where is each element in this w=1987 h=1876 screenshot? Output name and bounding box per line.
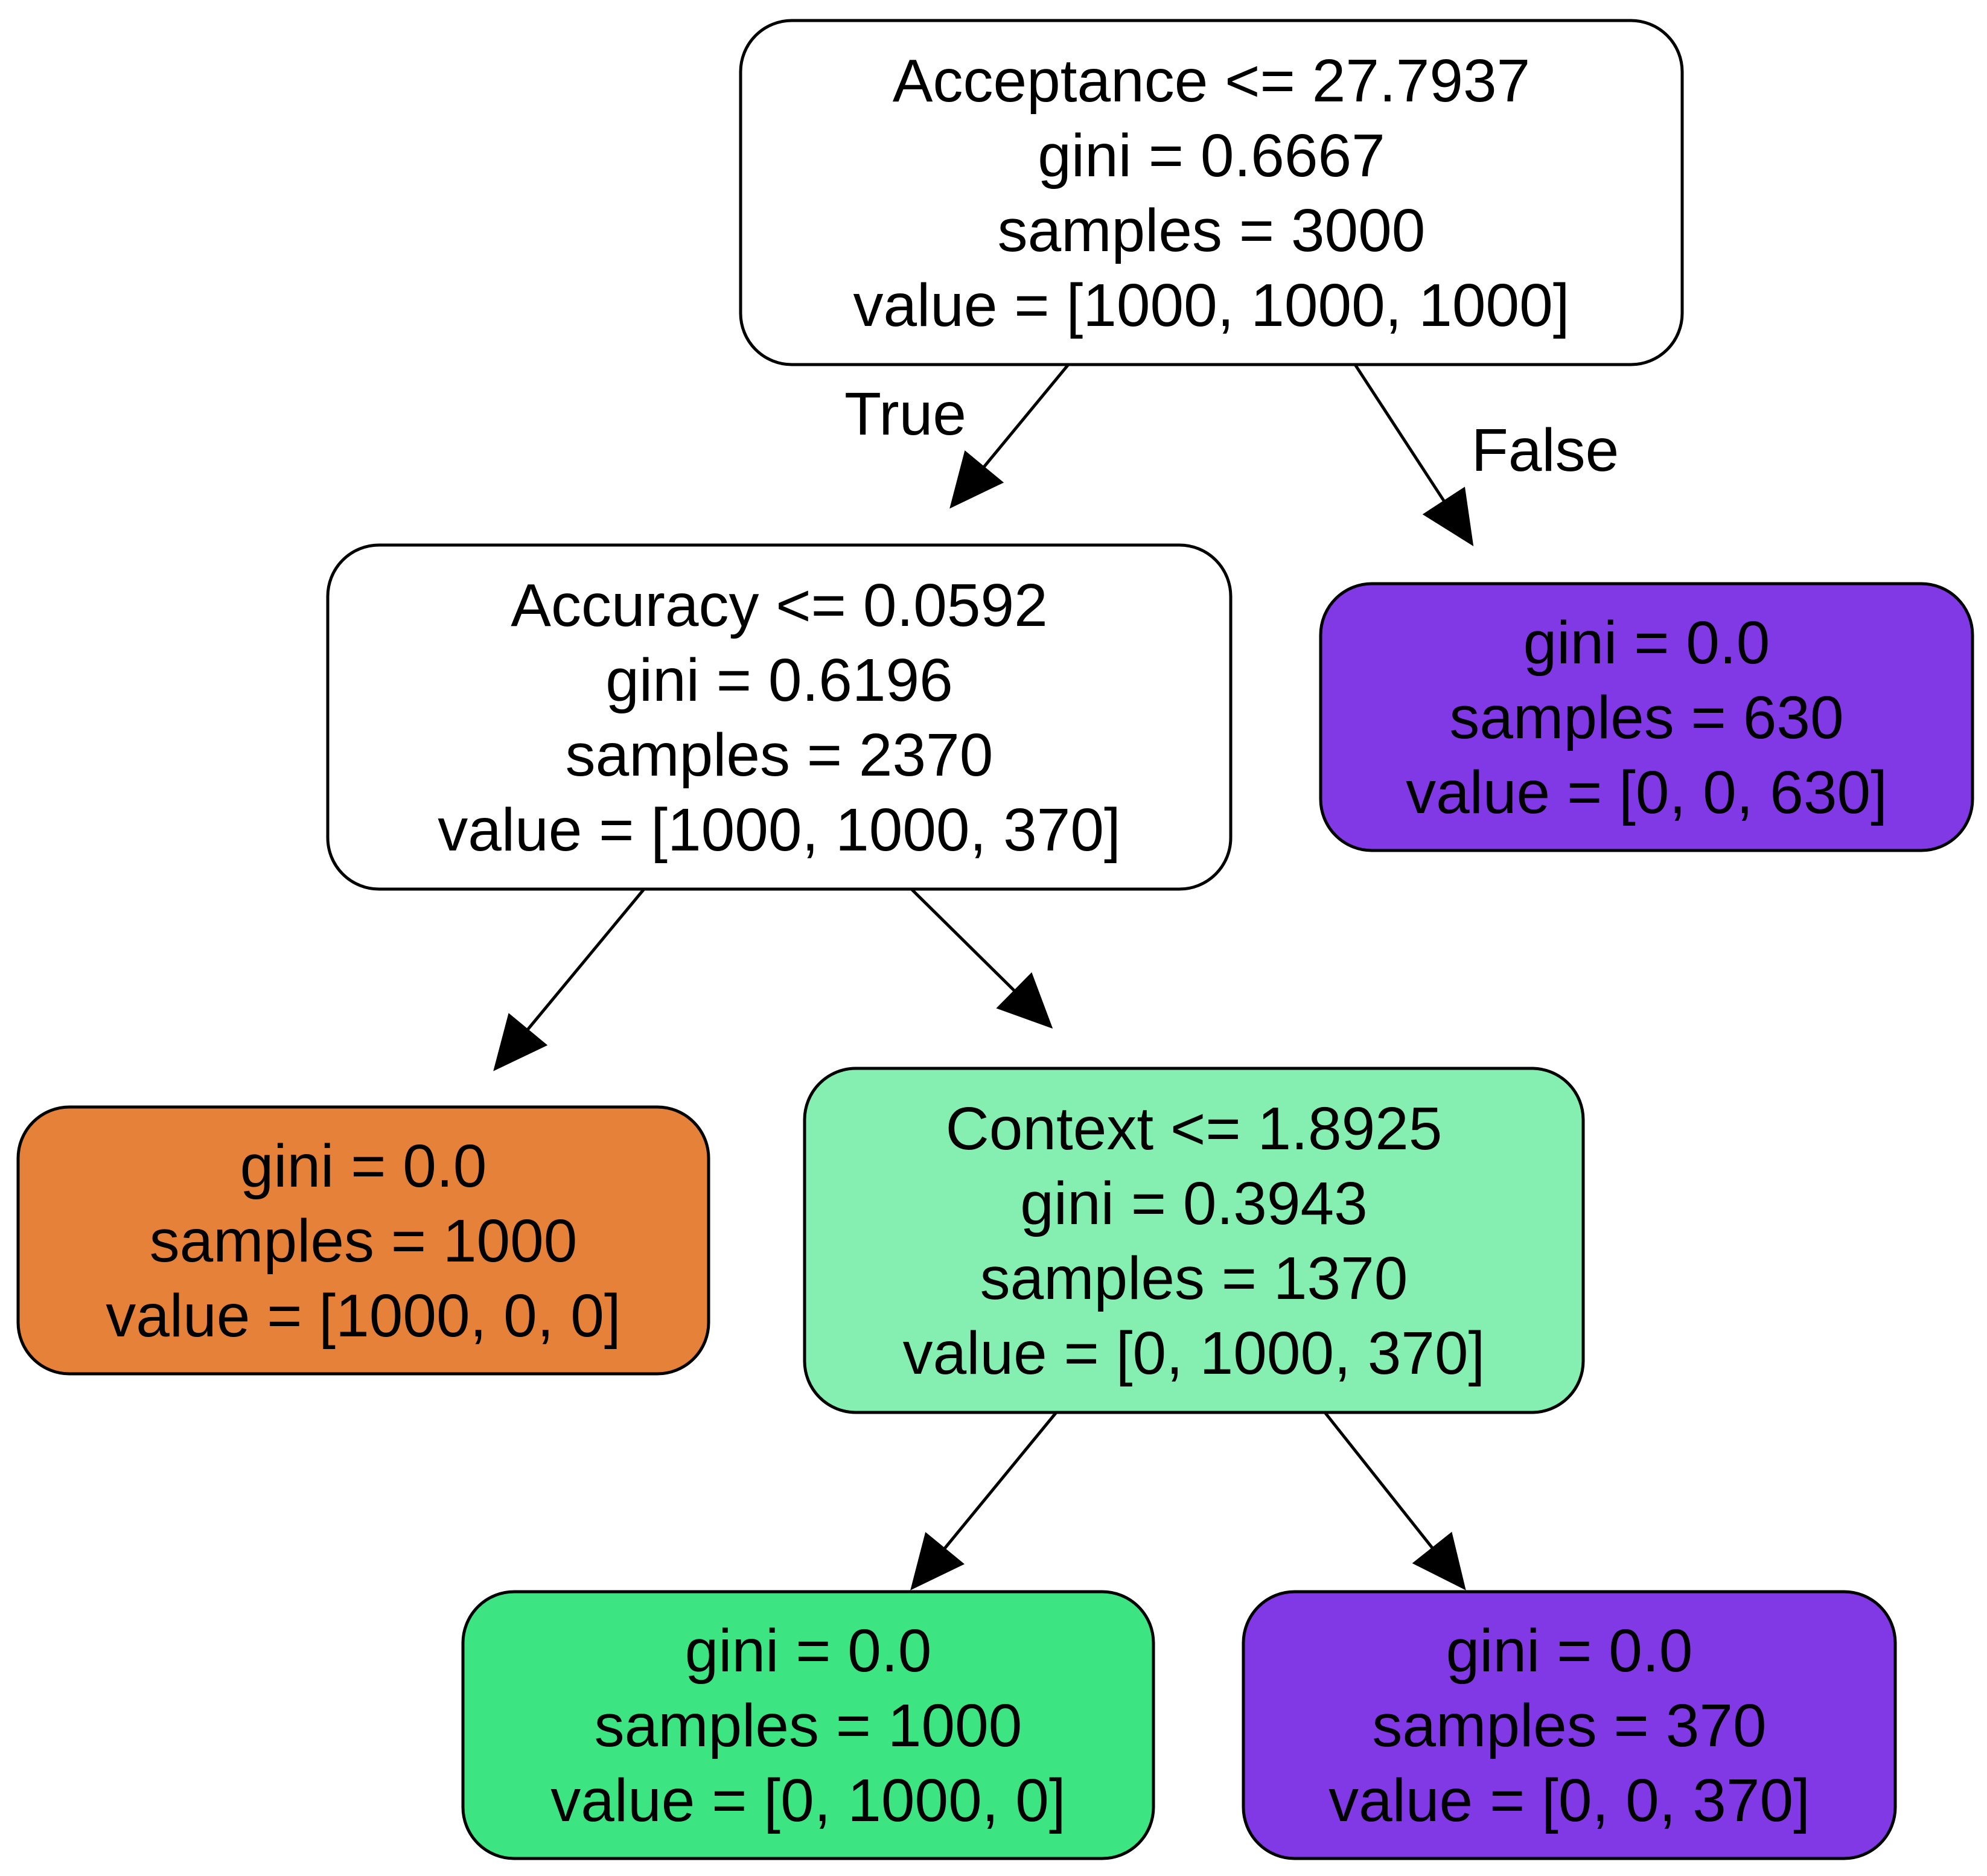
arrowhead-icon [910, 1532, 965, 1590]
class-value-counts: value = [0, 0, 630] [1406, 759, 1887, 826]
gini-value: gini = 0.0 [240, 1132, 487, 1200]
samples-count: samples = 1370 [980, 1245, 1408, 1312]
node-box [1242, 1590, 1897, 1860]
class-value-counts: value = [0, 0, 370] [1328, 1767, 1810, 1834]
split-condition: Context <= 1.8925 [946, 1095, 1443, 1163]
edge-line [943, 1411, 1057, 1551]
class-value-counts: value = [1000, 0, 0] [106, 1282, 620, 1350]
edge-n1-n4 [910, 888, 1053, 1029]
class-value-counts: value = [1000, 1000, 370] [438, 796, 1121, 864]
edge-label-false: False [1472, 416, 1619, 484]
edge-line [1324, 1411, 1435, 1550]
edge-line [526, 888, 645, 1032]
samples-count: samples = 370 [1372, 1692, 1766, 1760]
tree-node-n5: gini = 0.0 samples = 1000 value = [0, 1000… [461, 1590, 1155, 1860]
split-condition: Acceptance <= 27.7937 [893, 47, 1530, 115]
arrowhead-icon [493, 1013, 548, 1071]
nodes-layer: Acceptance <= 27.7937 gini = 0.6667 sample… [16, 19, 1974, 1860]
samples-count: samples = 2370 [566, 721, 993, 789]
tree-node-n1: Accuracy <= 0.0592 gini = 0.6196 samples =… [326, 543, 1233, 891]
tree-node-root: Acceptance <= 27.7937 gini = 0.6667 sample… [739, 19, 1684, 366]
node-box [739, 19, 1684, 366]
tree-node-n3: gini = 0.0 samples = 1000 value = [1000, 0… [16, 1105, 710, 1376]
samples-count: samples = 1000 [595, 1692, 1022, 1760]
class-value-counts: value = [1000, 1000, 1000] [853, 272, 1569, 339]
gini-value: gini = 0.3943 [1020, 1170, 1368, 1237]
samples-count: samples = 3000 [998, 197, 1426, 264]
edge-n1-n3 [493, 888, 645, 1071]
arrowhead-icon [949, 450, 1004, 509]
split-condition: Accuracy <= 0.0592 [511, 572, 1047, 639]
edge-label-true: True [844, 380, 966, 448]
gini-value: gini = 0.0 [685, 1617, 932, 1685]
arrowhead-icon [1422, 487, 1474, 546]
gini-value: gini = 0.0 [1446, 1617, 1693, 1685]
samples-count: samples = 630 [1449, 684, 1843, 751]
edge-line [1353, 363, 1446, 503]
tree-node-n2: gini = 0.0 samples = 630 value = [0, 0, 63… [1319, 582, 1974, 852]
node-box [461, 1590, 1155, 1860]
gini-value: gini = 0.6667 [1038, 122, 1385, 190]
arrowhead-icon [1412, 1531, 1466, 1590]
node-box [1319, 582, 1974, 852]
node-box [326, 543, 1233, 891]
node-box [16, 1105, 710, 1376]
gini-value: gini = 0.6196 [605, 646, 953, 714]
tree-node-n4: Context <= 1.8925 gini = 0.3943 samples = … [803, 1067, 1585, 1414]
arrowhead-icon [996, 972, 1053, 1029]
edge-n4-n6 [1324, 1411, 1466, 1590]
edge-line [910, 888, 1016, 993]
class-value-counts: value = [0, 1000, 370] [903, 1319, 1485, 1387]
gini-value: gini = 0.0 [1523, 609, 1770, 677]
node-box [803, 1067, 1585, 1414]
edge-root-n2: False [1353, 363, 1619, 546]
edge-root-n1: True [844, 363, 1070, 509]
samples-count: samples = 1000 [150, 1207, 578, 1275]
tree-node-n6: gini = 0.0 samples = 370 value = [0, 0, 37… [1242, 1590, 1897, 1860]
edge-line [982, 363, 1070, 469]
class-value-counts: value = [0, 1000, 0] [550, 1767, 1065, 1834]
edge-n4-n5 [910, 1411, 1057, 1590]
